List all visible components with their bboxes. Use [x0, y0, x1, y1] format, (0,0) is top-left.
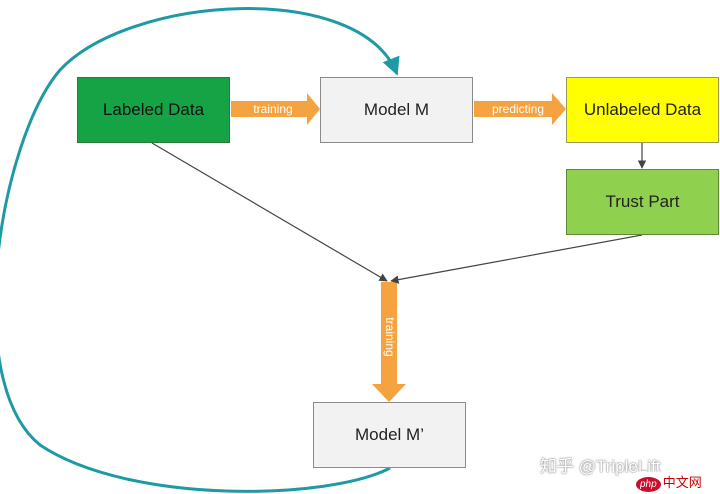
php-badge: php — [636, 477, 661, 492]
zhihu-watermark: 知乎 @TripleLift — [540, 457, 661, 476]
model-m-label: Model M — [363, 100, 430, 119]
model-m-prime-label: Model M’ — [355, 425, 424, 444]
training-arrow-vertical — [372, 282, 406, 402]
feedback-loop-arrow — [0, 7, 400, 493]
unlabeled-data-label: Unlabeled Data — [583, 100, 702, 119]
model-m-prime-node: Model M’ — [313, 402, 466, 468]
predicting-edge-label: predicting — [491, 102, 545, 116]
labeled-to-merge-arrow — [151, 142, 388, 282]
trust-part-label: Trust Part — [605, 192, 680, 211]
trust-to-merge-arrow — [390, 234, 643, 284]
predicting-arrow — [474, 93, 566, 125]
training-vertical-edge-label: training — [383, 317, 397, 357]
site-watermark-text: 中文网 — [662, 475, 702, 490]
labeled-data-label: Labeled Data — [102, 100, 205, 119]
trust-part-node: Trust Part — [566, 169, 719, 235]
labeled-data-node: Labeled Data — [77, 77, 230, 143]
training-edge-label: training — [253, 102, 293, 116]
model-m-node: Model M — [320, 77, 473, 143]
training-arrow-top — [231, 93, 320, 125]
unlabeled-data-node: Unlabeled Data — [566, 77, 719, 143]
